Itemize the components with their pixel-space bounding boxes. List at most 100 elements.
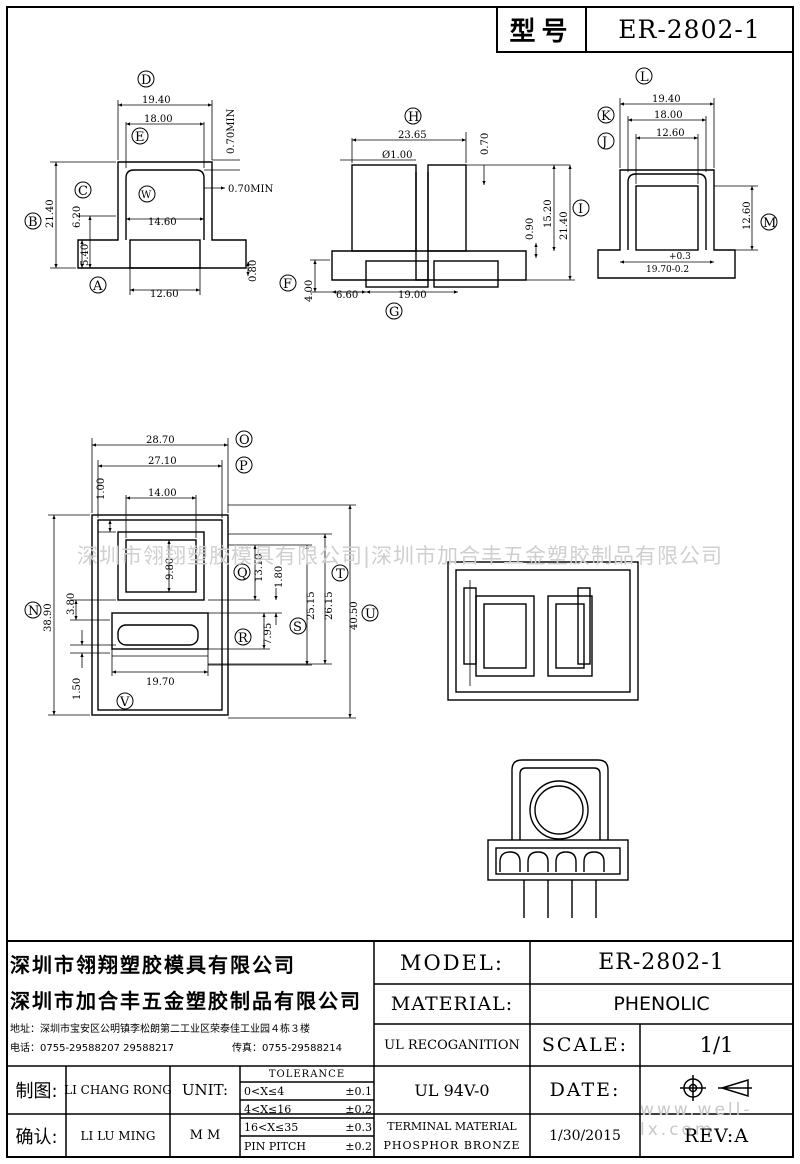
dim-text: 14.60	[148, 217, 177, 228]
dim-text: 18.00	[654, 110, 683, 121]
side-view-balloons: H I F G	[279, 107, 590, 320]
balloon-f: F	[283, 277, 292, 292]
date-label: DATE:	[549, 1079, 621, 1101]
company-phone: 电话：0755-29588207 29588217	[10, 1042, 175, 1054]
dim-text: 38.90	[43, 603, 54, 632]
date-value: 1/30/2015	[549, 1127, 621, 1144]
balloon-e: E	[135, 130, 145, 145]
watermark-url: www.well-lx.com	[640, 1100, 753, 1140]
terminal-material-line2: PHOSPHOR BRONZE	[383, 1138, 521, 1152]
dim-text: 19.40	[652, 94, 681, 105]
dim-text: 21.40	[559, 211, 570, 240]
material-label: MATERIAL:	[390, 993, 514, 1015]
tolerance-range: PIN PITCH	[244, 1139, 306, 1153]
dim-text: 19.00	[398, 290, 427, 301]
balloon-n: N	[28, 604, 39, 619]
dim-text: 6.20	[72, 206, 83, 228]
tolerance-value: ±0.2	[345, 1102, 372, 1116]
company-name-2: 深圳市加合丰五金塑胶制品有限公司	[10, 988, 362, 1013]
company-fax: 传真：0755-29588214	[232, 1042, 342, 1054]
dim-text: 19.70-0.2	[646, 265, 689, 275]
balloon-a: A	[92, 279, 103, 294]
balloon-p: P	[239, 459, 248, 474]
dim-text: 40.50	[349, 601, 360, 630]
scale-value: 1/1	[699, 1033, 734, 1057]
dim-text: 18.00	[144, 114, 173, 125]
dim-text: 23.65	[398, 130, 427, 141]
dim-text: 1.00	[96, 478, 107, 500]
balloon-b: B	[28, 215, 38, 230]
dim-text: 1.50	[72, 678, 83, 700]
material-value: PHENOLIC	[613, 993, 710, 1015]
dim-text: 12.60	[656, 128, 685, 139]
front-view-balloons: D E C W B A	[24, 70, 156, 294]
company-address: 地址：深圳市宝安区公明镇李松朗第二工业区荣泰佳工业园４栋３楼	[10, 1023, 310, 1035]
balloon-c: C	[78, 184, 88, 199]
dim-text: 3.80	[66, 593, 77, 615]
terminal-material-line1: TERMINAL MATERIAL	[387, 1119, 517, 1133]
scale-label: SCALE:	[541, 1034, 629, 1056]
dim-text: 12.60	[742, 201, 753, 230]
plan-view	[48, 438, 356, 719]
drawing-frame	[6, 6, 794, 1158]
dim-text: 19.40	[142, 95, 171, 106]
tolerance-value: ±0.1	[345, 1084, 372, 1098]
header-box	[496, 7, 793, 53]
type-label: 型号	[509, 17, 574, 47]
dim-text: 0.70MIN	[228, 184, 273, 195]
balloon-m: M	[763, 216, 776, 231]
balloon-k: K	[601, 109, 611, 124]
balloon-l: L	[640, 70, 649, 85]
tolerance-value: ±0.2	[345, 1139, 372, 1153]
dim-text: 0.70MIN	[226, 109, 237, 154]
tolerance-range: 4<X≤16	[244, 1102, 292, 1116]
end-view	[597, 98, 758, 279]
balloon-h: H	[408, 110, 419, 125]
bottom-view	[447, 561, 639, 701]
balloon-g: G	[389, 305, 399, 320]
balloon-w: W	[141, 190, 152, 201]
dim-text: 0.90	[525, 218, 536, 240]
end-view-balloons: L K J M	[597, 67, 778, 231]
tolerance-title: TOLERANCE	[268, 1068, 346, 1080]
dim-text: +0.3	[669, 252, 691, 262]
dim-text: 9.80	[165, 558, 176, 580]
watermark-text: 深圳市翎翔塑胶模具有限公司|深圳市加合丰五金塑胶制品有限公司	[76, 544, 724, 568]
dim-text: 13.10	[254, 553, 265, 582]
dim-text: 26.15	[324, 591, 335, 620]
drawn-label: 制图:	[15, 1081, 58, 1102]
model-number: ER-2802-1	[618, 15, 761, 44]
front-view-text: 19.40 18.00 14.60 12.60 21.40 6.20 5.40 …	[45, 95, 273, 300]
tolerance-range: 16<X≤35	[244, 1120, 299, 1134]
dim-text: 27.10	[148, 456, 177, 467]
plan-view-balloons: O P Q R S T U N V	[24, 430, 379, 710]
dim-text: 14.00	[148, 488, 177, 499]
balloon-u: U	[365, 607, 376, 622]
balloon-j: J	[600, 135, 607, 150]
dim-text: Ø1.00	[382, 150, 412, 161]
tolerance-value: ±0.3	[345, 1120, 372, 1134]
company-name-1: 深圳市翎翔塑胶模具有限公司	[10, 952, 296, 977]
dim-text: 28.70	[146, 435, 175, 446]
date-symbol-icon	[680, 1075, 752, 1101]
dim-text: 25.15	[306, 591, 317, 620]
unit-label: UNIT:	[181, 1081, 229, 1099]
balloon-t: T	[336, 567, 345, 582]
dim-text: 1.80	[274, 566, 285, 588]
dim-text: 0.70	[480, 133, 491, 155]
dim-text: 12.60	[150, 289, 179, 300]
dim-text: 19.70	[146, 677, 175, 688]
title-block-grid	[7, 940, 793, 1157]
checked-by: LI LU MING	[80, 1128, 156, 1143]
unit-value: M M	[189, 1128, 221, 1143]
dim-text: 4.00	[304, 280, 315, 302]
front-view	[50, 100, 250, 295]
dim-text: 5.40	[80, 244, 91, 266]
pin-view	[487, 759, 629, 918]
balloon-q: Q	[237, 566, 248, 581]
balloon-d: D	[141, 73, 151, 88]
drawn-by: LI CHANG RONG	[64, 1083, 172, 1097]
side-view	[310, 132, 575, 294]
dim-text: 15.20	[543, 199, 554, 228]
